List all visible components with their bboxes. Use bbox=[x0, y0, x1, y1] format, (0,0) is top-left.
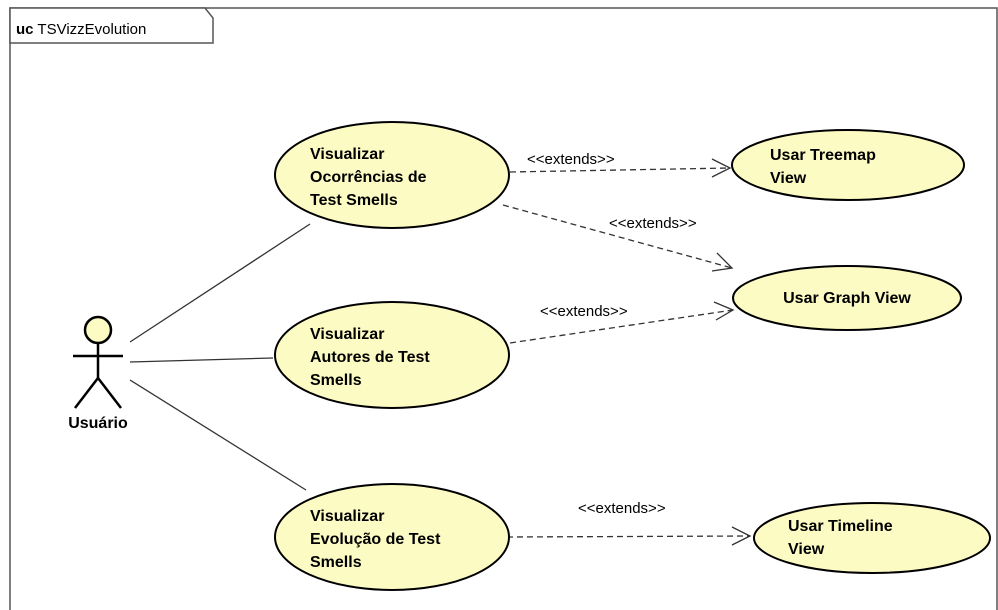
use-case-usar-timeline-view: Usar Timeline View bbox=[788, 518, 897, 558]
diagram-frame: uc TSVizzEvolution bbox=[9, 7, 998, 610]
extend-line bbox=[509, 309, 734, 344]
actor-usuario[interactable] bbox=[73, 315, 123, 409]
association-line bbox=[129, 379, 307, 491]
use-case-usar-treemap-view: Usar Treemap View bbox=[770, 147, 880, 187]
association-line bbox=[129, 223, 311, 343]
use-case-visualizar-autores: Visualizar Autores de Test Smells bbox=[310, 326, 434, 389]
open-arrowhead bbox=[711, 252, 734, 272]
actor-right-leg bbox=[97, 377, 122, 409]
extends-label: <<extends>> bbox=[540, 303, 628, 320]
extends-label: <<extends>> bbox=[527, 151, 615, 168]
use-case-visualizar-evolucao: Visualizar Evolução de Test Smells bbox=[310, 508, 445, 571]
use-case-ellipse[interactable] bbox=[732, 265, 962, 331]
use-case-ellipse[interactable] bbox=[274, 121, 510, 229]
use-case-ellipse[interactable] bbox=[274, 483, 510, 591]
use-case-usar-graph-view: Usar Graph View bbox=[783, 290, 911, 307]
actor-left-leg bbox=[74, 377, 99, 409]
use-case-visualizar-ocorrencias: Visualizar Ocorrências de Test Smells bbox=[310, 146, 431, 209]
extends-label: <<extends>> bbox=[578, 500, 666, 517]
use-case-ellipse[interactable] bbox=[731, 129, 965, 201]
extends-label: <<extends>> bbox=[609, 215, 697, 232]
open-arrowhead bbox=[713, 301, 735, 321]
extend-line bbox=[509, 167, 731, 173]
use-case-ellipse[interactable] bbox=[753, 502, 991, 574]
open-arrowhead bbox=[731, 526, 752, 546]
association-line bbox=[129, 357, 274, 363]
actor-head bbox=[83, 315, 113, 345]
frame-title: uc TSVizzEvolution bbox=[16, 21, 146, 38]
use-case-ellipse[interactable] bbox=[274, 301, 510, 409]
actor-name: Usuário bbox=[68, 415, 128, 432]
open-arrowhead bbox=[711, 158, 732, 178]
extend-line bbox=[506, 535, 751, 538]
